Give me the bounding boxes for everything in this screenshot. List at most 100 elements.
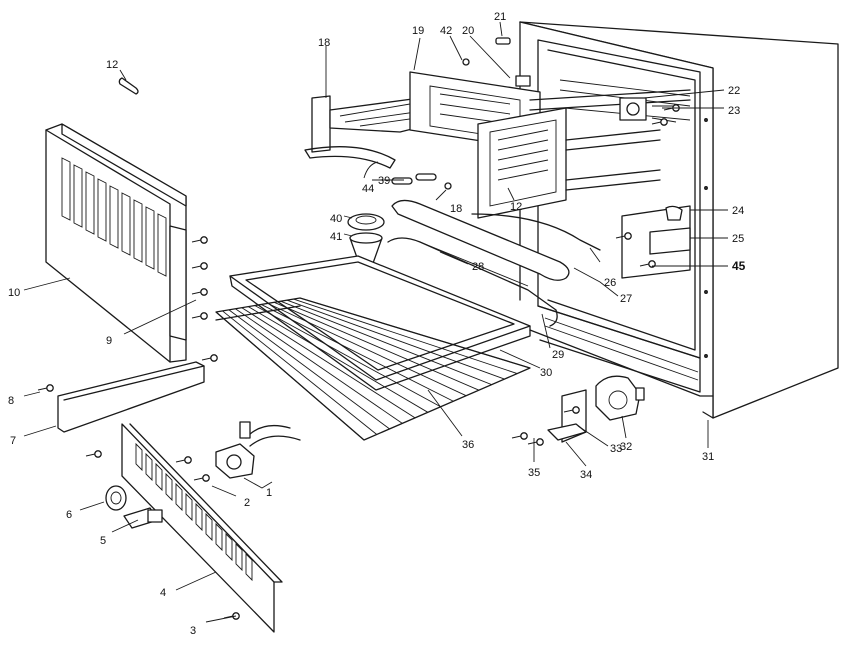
control-panel-part-4 (121, 423, 283, 633)
callout-10: 10 (8, 287, 20, 299)
panel-part-7 (57, 361, 205, 433)
vent-slot (205, 512, 213, 542)
rack-wire (241, 307, 416, 419)
callout-22: 22 (728, 85, 740, 97)
callout-20: 20 (462, 25, 474, 37)
rack-wire (228, 309, 390, 430)
door-slot (61, 157, 71, 221)
vent-slot (155, 462, 163, 492)
vent-slot (245, 552, 253, 582)
screw-icon (527, 438, 544, 446)
callout-21: 21 (494, 11, 506, 23)
rack-wire (215, 311, 365, 441)
rack-wire (280, 300, 492, 386)
door-part-10 (45, 123, 187, 363)
callout-31: 31 (702, 451, 714, 463)
callout-2: 2 (244, 497, 250, 509)
screw-icon (511, 432, 528, 440)
callout-30: 30 (540, 367, 552, 379)
callout-19: 19 (412, 25, 424, 37)
screw-icon (193, 474, 210, 482)
callout-7: 7 (10, 435, 16, 447)
vent-slot (185, 492, 193, 522)
screw-icon (191, 262, 208, 270)
door-slot (121, 192, 131, 256)
switch-part-5 (123, 507, 163, 529)
callout-44: 44 (362, 183, 374, 195)
upper-element-assembly (304, 37, 691, 219)
screw-icon (191, 236, 208, 244)
callout-29: 29 (552, 349, 564, 361)
rack-wire (273, 301, 480, 391)
callout-39: 39 (378, 175, 390, 187)
callout-27: 27 (620, 293, 632, 305)
door-slot (109, 185, 119, 249)
vent-slot (225, 532, 233, 562)
screw-icon (191, 288, 208, 296)
vent-slot (175, 482, 183, 512)
callout-9: 9 (106, 335, 112, 347)
callout-40: 40 (330, 213, 342, 225)
leader-lines (23, 21, 728, 623)
screw-icon (563, 406, 580, 414)
screw-icon (175, 456, 192, 464)
rack-wire (267, 302, 467, 397)
door-slot (73, 164, 83, 228)
callout-3: 3 (190, 625, 196, 637)
rack-wire (293, 298, 518, 374)
callout-42: 42 (440, 25, 452, 37)
callout-26: 26 (604, 277, 616, 289)
bracket-parts-33-34 (547, 389, 587, 443)
vent-slot (145, 452, 153, 482)
callout-23: 23 (728, 105, 740, 117)
vent-slot (235, 542, 243, 572)
rack-wire (254, 305, 441, 408)
callout-4: 4 (160, 587, 166, 599)
callout-18-lower: 18 (450, 203, 462, 215)
callout-8: 8 (8, 395, 14, 407)
lower-element-assembly (387, 199, 691, 327)
door-slot (97, 178, 107, 242)
callout-6: 6 (66, 509, 72, 521)
knob-part-6 (105, 485, 127, 511)
screw-icon (85, 450, 102, 458)
callout-45: 45 (732, 259, 746, 273)
callout-18-top: 18 (318, 37, 330, 49)
rack-wire (286, 299, 505, 380)
callout-24: 24 (732, 205, 744, 217)
callout-32: 32 (620, 441, 632, 453)
rack-wire (261, 304, 454, 402)
callout-12-pin: 12 (106, 59, 118, 71)
screw-icon (615, 232, 632, 240)
vent-slot (195, 502, 203, 532)
pin-part-12 (118, 77, 139, 95)
door-slot (145, 206, 155, 270)
door-slot (133, 199, 143, 263)
rack-wire (248, 306, 429, 413)
screw-icon (651, 118, 668, 126)
callout-25: 25 (732, 233, 744, 245)
broil-pan-part-30 (229, 255, 531, 391)
callout-1: 1 (266, 487, 272, 499)
rack-wire (299, 297, 531, 369)
door-slot (157, 213, 167, 277)
door-slot (85, 171, 95, 235)
callout-33: 33 (610, 443, 622, 455)
callout-34: 34 (580, 469, 592, 481)
callout-36: 36 (462, 439, 474, 451)
callout-labels: 1 2 3 4 5 6 7 8 9 10 12 12 18 18 19 20 2… (8, 11, 746, 637)
rack-wire (222, 310, 378, 435)
callout-28: 28 (472, 261, 484, 273)
callout-12-element: 12 (510, 201, 522, 213)
screw-icon (191, 312, 208, 320)
timer-part-32 (595, 375, 645, 421)
vent-slot (215, 522, 223, 552)
rack-wire (235, 308, 403, 424)
screw-icon (201, 354, 218, 362)
vent-slot (135, 442, 143, 472)
callout-41: 41 (330, 231, 342, 243)
screw-icon (37, 384, 54, 392)
callout-35: 35 (528, 467, 540, 479)
thermostat-part-1 (215, 421, 301, 479)
